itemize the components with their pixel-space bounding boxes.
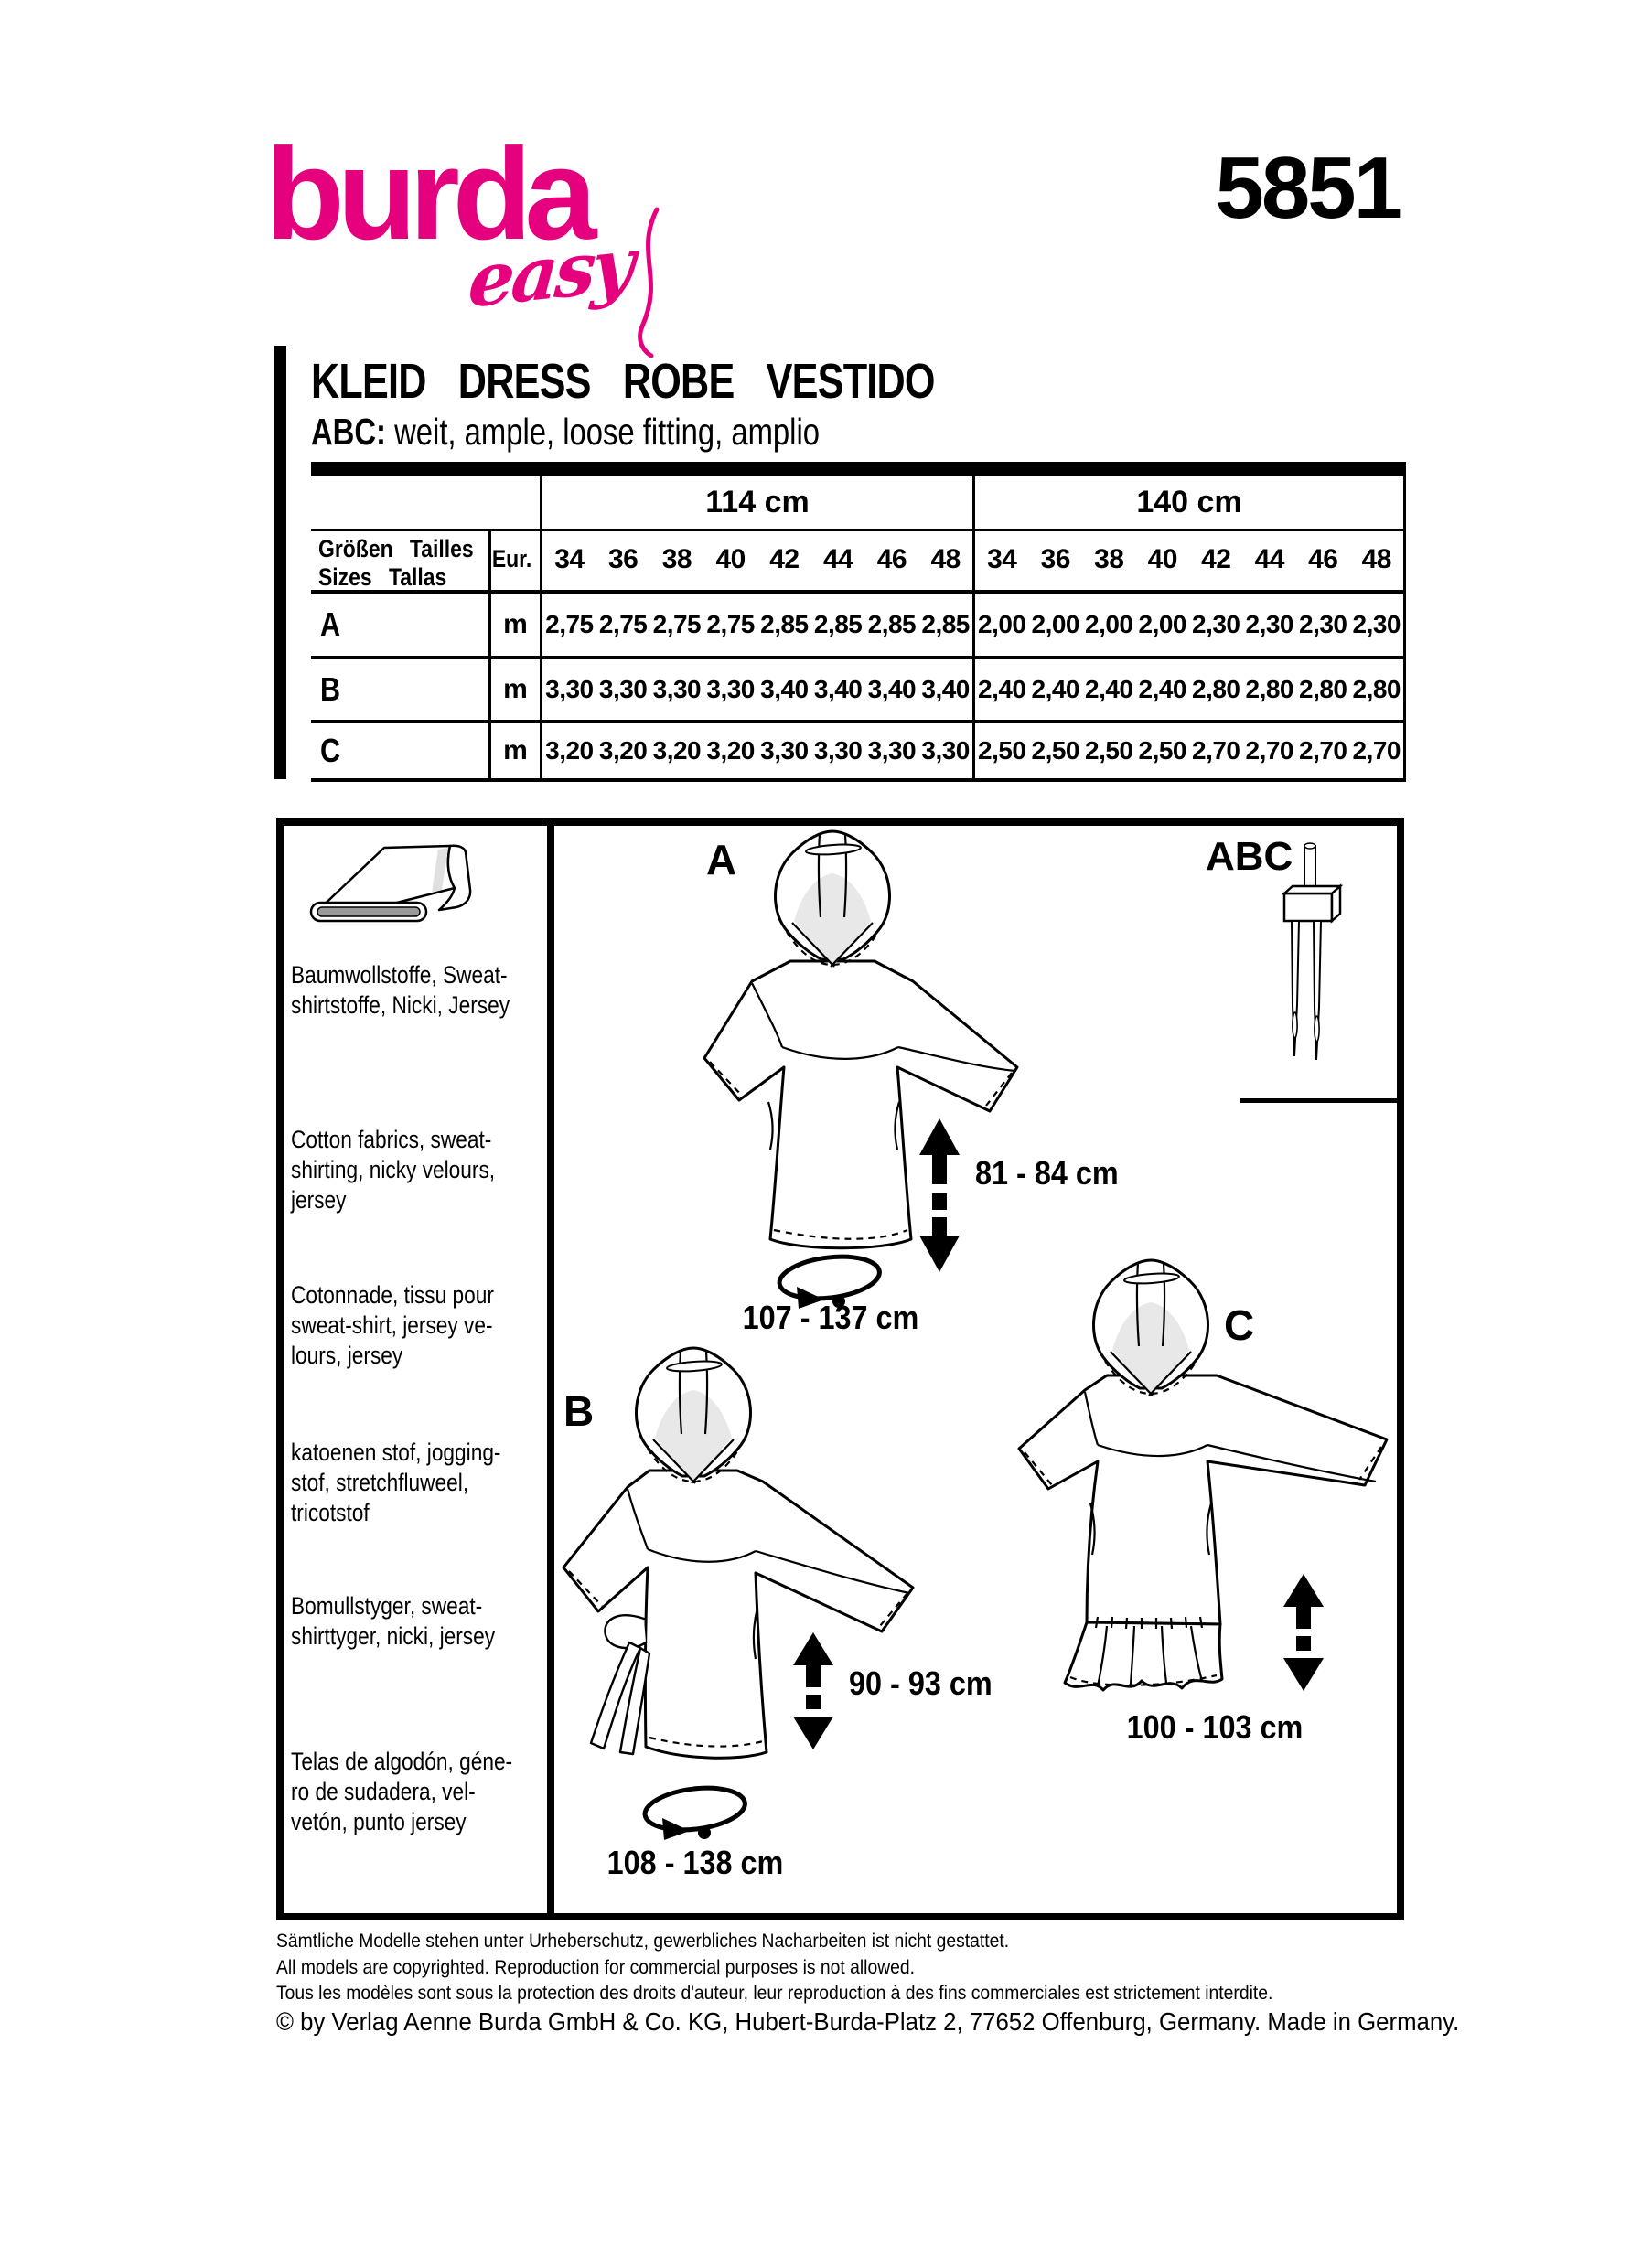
fabric-text-es: Telas de algodón, géne- ro de sudadera, … xyxy=(291,1748,513,1835)
view-a-label: A xyxy=(706,836,737,883)
illustration-panel: Baumwollstoffe, Sweat- shirtstoffe, Nick… xyxy=(276,818,1404,1920)
subtitle-views-prefix: ABC: xyxy=(311,411,386,453)
views-abc-label: ABC xyxy=(1206,834,1293,879)
brand-logo: burda xyxy=(265,122,596,267)
easy-swash-icon xyxy=(638,207,660,358)
yardage-table: 114 cm 140 cm Größen Tailles Sizes Talla… xyxy=(311,462,1406,782)
copyright-line-de: Sämtliche Modelle stehen unter Urhebersc… xyxy=(276,1931,1010,1952)
view-a-row-label: A xyxy=(320,605,341,643)
view-c-drawing xyxy=(1017,1258,1389,1692)
girth-arrow-icon xyxy=(777,1254,882,1309)
fabric-text-sv: Bomullstyger, sweat- shirttyger, nicki, … xyxy=(291,1592,496,1650)
unit-cell: m xyxy=(503,609,528,639)
length-arrow-icon xyxy=(919,1118,960,1272)
fabric-width-114: 114 cm xyxy=(705,485,810,519)
fabric-bolt-icon xyxy=(309,844,472,923)
view-c-label: C xyxy=(1224,1301,1255,1349)
table-top-bar xyxy=(311,462,1406,476)
view-a-length: 81 - 84 cm xyxy=(975,1154,1119,1192)
view-b-row-label: B xyxy=(320,670,341,708)
garment-subtitle: ABC: weit, ample, loose fitting, amplio xyxy=(311,413,820,451)
girth-arrow-icon xyxy=(642,1785,747,1840)
fabric-text-nl: katoenen stof, jogging- stof, stretchflu… xyxy=(291,1439,501,1526)
copyright-line-fr: Tous les modèles sont sous la protection… xyxy=(276,1983,1273,2004)
view-b-drawing xyxy=(562,1346,915,1760)
sidebar-divider xyxy=(547,826,554,1913)
abc-section-rule xyxy=(1240,1098,1397,1103)
length-arrow-icon xyxy=(1283,1574,1324,1691)
sizes-caption: Größen Tailles Sizes Tallas xyxy=(318,535,474,591)
view-b-girth: 108 - 138 cm xyxy=(606,1844,784,1881)
view-c-row-label: C xyxy=(320,732,341,769)
title-accent-bar xyxy=(274,346,286,779)
copyright-line-en: All models are copyrighted. Reproduction… xyxy=(276,1957,916,1978)
fabric-width-140: 140 cm xyxy=(1136,485,1242,519)
view-c-length: 100 - 103 cm xyxy=(1126,1708,1304,1746)
length-arrow-icon xyxy=(793,1632,833,1749)
view-a-girth: 107 - 137 cm xyxy=(742,1299,919,1336)
unit-cell: m xyxy=(503,674,528,704)
copyright-line-publisher: © by Verlag Aenne Burda GmbH & Co. KG, H… xyxy=(276,2007,1460,2036)
brand-logo-sub: easy xyxy=(466,220,635,325)
fabric-text-de: Baumwollstoffe, Sweat- shirtstoffe, Nick… xyxy=(291,961,510,1019)
twin-needle-icon xyxy=(1281,842,1344,1061)
eur-label: Eur. xyxy=(491,545,532,572)
garment-title: KLEID DRESS ROBE VESTIDO xyxy=(311,354,936,409)
view-b-length: 90 - 93 cm xyxy=(849,1664,993,1702)
fabric-text-en: Cotton fabrics, sweat- shirting, nicky v… xyxy=(291,1126,496,1214)
view-b-label: B xyxy=(563,1387,595,1435)
pattern-number: 5851 xyxy=(1215,139,1402,237)
fabric-text-fr: Cotonnade, tissu pour sweat-shirt, jerse… xyxy=(291,1281,494,1369)
unit-cell: m xyxy=(503,735,528,765)
subtitle-fit-text: weit, ample, loose fitting, amplio xyxy=(385,411,820,453)
view-a-drawing xyxy=(703,829,1019,1250)
